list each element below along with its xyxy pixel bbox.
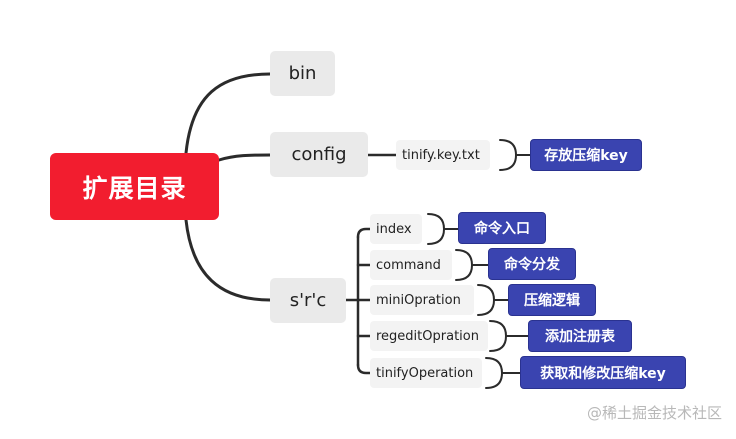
bracket-tinifyop xyxy=(485,357,521,389)
node-index[interactable]: index xyxy=(370,214,422,244)
bracket-command xyxy=(455,249,489,281)
bracket-index xyxy=(427,213,459,245)
connector-root-config xyxy=(217,153,272,162)
note-index[interactable]: 命令入口 xyxy=(458,212,546,244)
watermark: @稀土掘金技术社区 xyxy=(587,402,722,423)
connector-root-src xyxy=(184,218,272,302)
note-tinifyoperation[interactable]: 获取和修改压缩key xyxy=(520,356,686,389)
node-src[interactable]: s'r'c xyxy=(270,278,346,323)
bracket-regedit xyxy=(489,320,529,352)
bracket-tinify xyxy=(499,139,531,171)
node-tinifyoperation[interactable]: tinifyOperation xyxy=(370,358,482,388)
node-tinify-key-txt[interactable]: tinify.key.txt xyxy=(396,140,490,170)
watermark-text: @稀土掘金技术社区 xyxy=(586,404,722,422)
note-miniopration[interactable]: 压缩逻辑 xyxy=(508,284,596,316)
note-regeditopration[interactable]: 添加注册表 xyxy=(528,320,632,352)
note-command[interactable]: 命令分发 xyxy=(488,248,576,280)
bracket-mini xyxy=(477,284,509,316)
node-regeditopration[interactable]: regeditOpration xyxy=(370,321,488,351)
note-tinify-key-txt[interactable]: 存放压缩key xyxy=(530,139,642,171)
node-command[interactable]: command xyxy=(370,250,452,280)
node-bin[interactable]: bin xyxy=(270,51,335,96)
connector-root-bin xyxy=(184,72,272,155)
root-node[interactable]: 扩展目录 xyxy=(50,153,219,220)
node-miniopration[interactable]: miniOpration xyxy=(370,285,474,315)
node-config[interactable]: config xyxy=(270,132,368,177)
